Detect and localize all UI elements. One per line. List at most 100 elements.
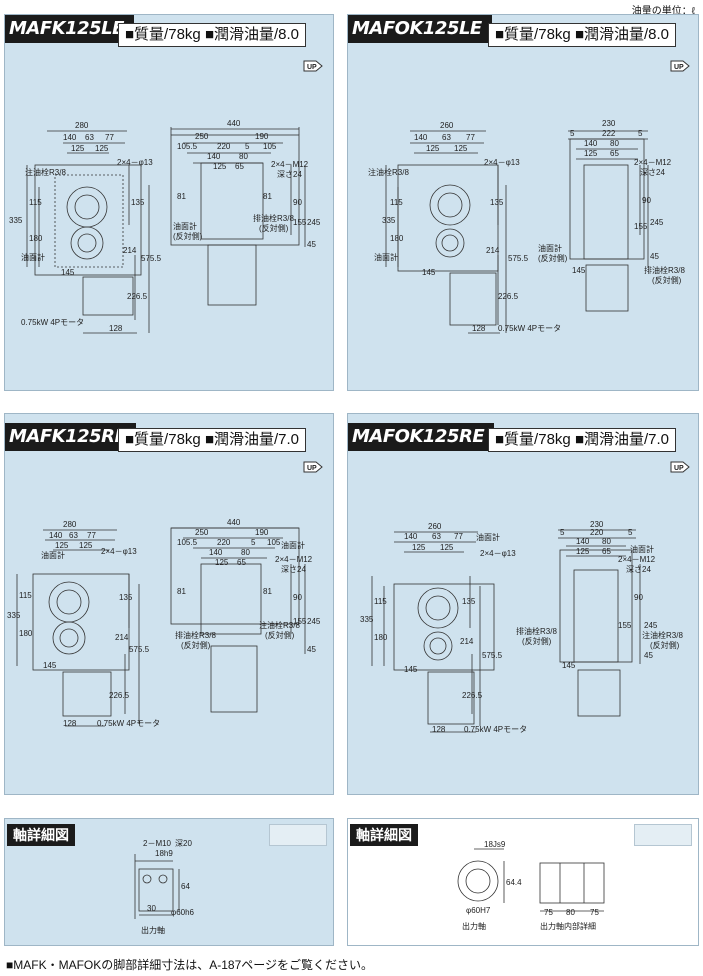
side-90: 90 [642,196,651,205]
dim-width-5: 125 [454,144,468,153]
model-name: MAFK125RE [5,423,137,451]
side-9: 125 [215,558,229,567]
side-2: 220 [590,528,604,537]
dim-height-3: 135 [490,198,504,207]
dim-width-1: 140 [404,532,418,541]
spec-box: ■質量/78kg ■潤滑油量/8.0 [488,23,677,47]
side-90: 90 [634,593,643,602]
label-oil-gauge: 油面計 [41,550,65,560]
dim-height-total: 335 [360,615,374,624]
side-3: 5 [638,129,643,138]
side-drain: 排油栓R3/8 [516,626,557,636]
axis-key: 18Js9 [484,840,506,849]
side-drain-2: (反対側) [181,640,211,650]
dim-width-3: 77 [454,532,463,541]
axis-64: 64 [181,882,190,891]
axis-dia: φ60H7 [466,906,491,915]
side-drain-2: (反対側) [259,223,289,233]
svg-text:UP: UP [674,465,684,472]
side-2: 190 [255,132,269,141]
dim-width-4: 125 [71,144,85,153]
side-drain: 排油栓R3/8 [253,213,294,223]
dim-motor-offset: 128 [63,719,77,728]
label-motor: 0.75kW 4Pモータ [97,719,160,728]
side-depth: 深さ24 [626,565,651,574]
up-arrow-icon: UP [670,461,690,473]
dim-height-total: 335 [382,216,396,225]
up-arrow-icon: UP [303,60,323,72]
oil-text: ■潤滑油量/7.0 [574,431,670,448]
panel-mafok125le: MAFOK125LE ■質量/78kg ■潤滑油量/8.0 UP 260 140… [347,14,699,391]
side-155: 155 [293,218,307,227]
side-81a: 81 [177,587,186,596]
dim-height-6: 226.5 [127,292,148,301]
label-oil-gauge: 油面計 [21,252,45,262]
dim-width-2: 63 [69,531,78,540]
side-4: 220 [217,538,231,547]
side-155: 155 [634,222,648,231]
side-9: 125 [213,162,227,171]
side-total: 440 [227,119,241,128]
side-fill: 注油栓R3/8 [642,630,683,640]
dim-height-3: 135 [119,593,133,602]
front-view-labels: 280 140 63 77 125 125 2×4－φ13 油面計 335 11… [7,518,321,728]
side-245: 245 [307,218,321,227]
side-gauge: 油面計 [630,544,654,554]
dim-width-1: 140 [49,531,63,540]
svg-text:UP: UP [307,64,317,71]
dim-width-total: 260 [440,121,454,130]
side-1: 250 [195,528,209,537]
side-7: 65 [610,149,619,158]
dim-height-4: 214 [486,246,500,255]
side-4: 140 [584,139,598,148]
side-4: 140 [576,537,590,546]
side-total: 230 [590,520,604,529]
dim-height-4: 214 [123,246,137,255]
oil-text: ■潤滑油量/8.0 [574,26,670,43]
side-total: 440 [227,518,241,527]
axis-detail-ghost-tab [634,824,692,846]
side-81b: 81 [263,587,272,596]
side-depth: 深さ24 [277,170,302,179]
front-view-labels: 260 140 63 77 125 125 2×4－φ13 注油栓R3/8 33… [368,119,685,333]
side-2: 190 [255,528,269,537]
dim-height-total: 335 [9,216,23,225]
side-155: 155 [293,617,307,626]
oil-text: ■潤滑油量/8.0 [204,26,300,43]
side-1: 5 [570,129,575,138]
front-view-labels: 260 140 63 77 125 125 油面計 2×4－φ13 335 11… [360,520,683,734]
side-81b: 81 [263,192,272,201]
dim-width-1: 140 [63,133,77,142]
model-name: MAFOK125LE [348,15,492,43]
side-fill-2: (反対側) [265,630,295,640]
axis-detail-drawing [457,848,605,912]
dim-base: 145 [61,268,75,277]
side-4: 220 [217,142,231,151]
side-10: 65 [235,162,244,171]
dim-bolt: 2×4－φ13 [480,549,516,558]
axis-caption: 出力軸 [141,925,165,935]
axis-caption: 出力軸 [462,921,486,931]
axis-75a: 75 [544,908,553,917]
axis-dia: φ60h6 [171,908,195,917]
dim-width-total: 280 [63,520,77,529]
dim-height-4: 214 [115,633,129,642]
side-10: 65 [237,558,246,567]
dim-base: 145 [422,268,436,277]
dim-height-6: 226.5 [109,691,130,700]
side-6: 5 [245,142,250,151]
side-gauge: 油面計 [173,221,197,231]
dim-motor-offset: 128 [109,324,123,333]
dim-base: 145 [404,665,418,674]
dim-height-4: 214 [460,637,474,646]
axis-detail-title: 軸詳細図 [7,824,75,846]
front-view-drawing [385,130,649,334]
dim-height-1: 115 [19,591,32,600]
side-7: 65 [602,547,611,556]
axis-30: 30 [147,904,156,913]
axis-64: 64.4 [506,878,522,887]
side-bolt: 2×4－M12 [271,160,309,169]
side-fill-2: (反対側) [650,640,680,650]
dim-bolt: 2×4－φ13 [484,158,520,167]
dim-bolt: 2×4－φ13 [101,547,137,556]
